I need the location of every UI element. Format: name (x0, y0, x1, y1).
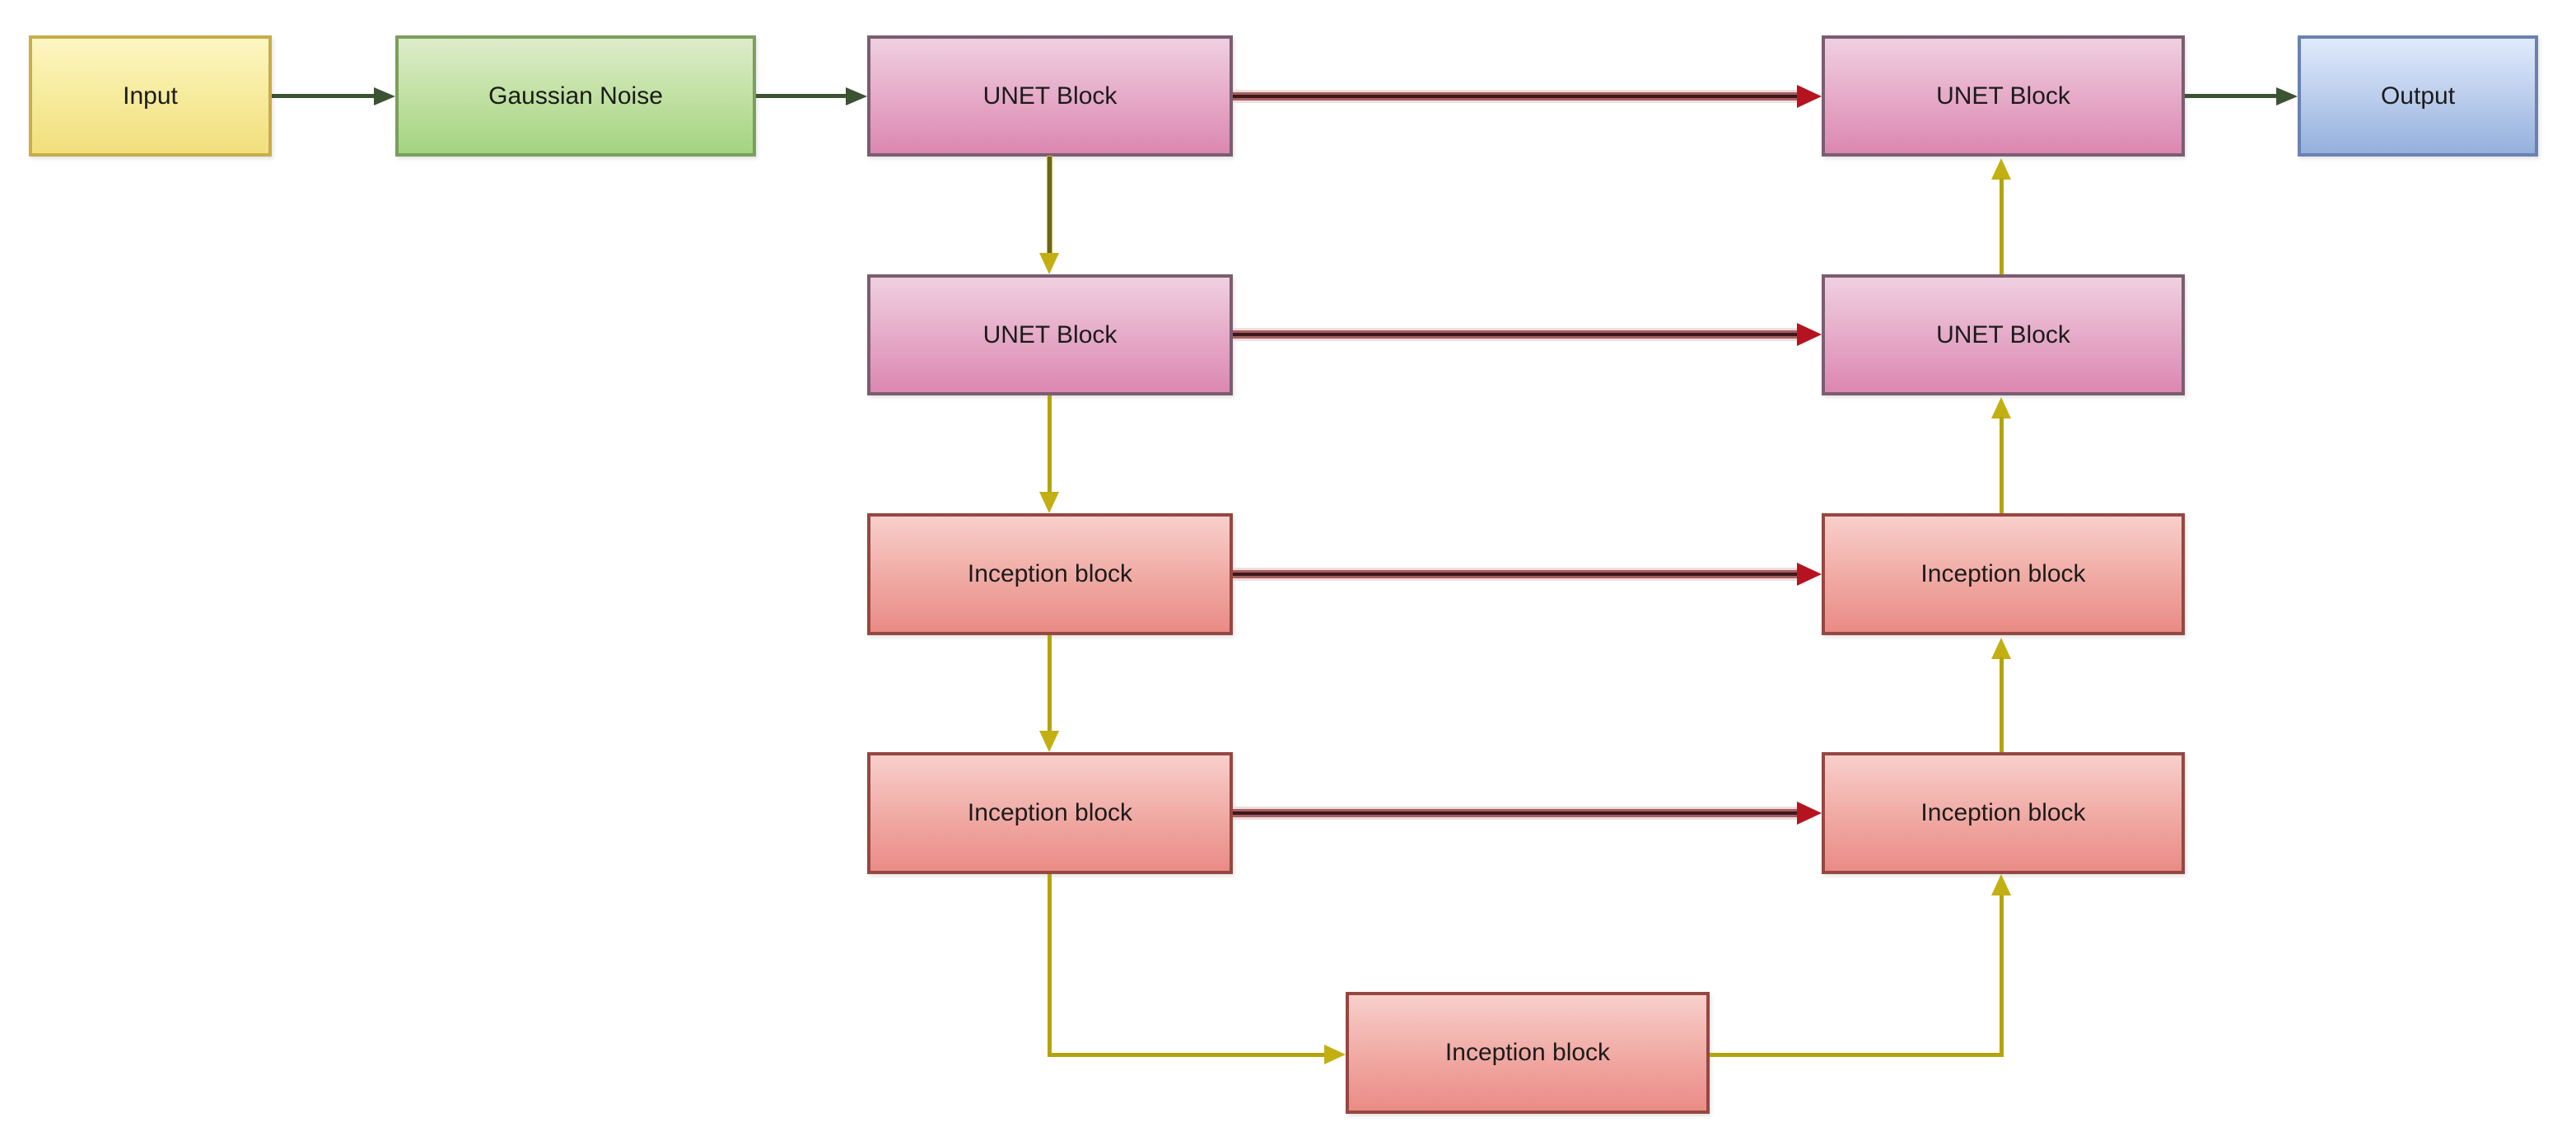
arrowhead-right (1797, 323, 1822, 346)
connector-line (1048, 395, 1052, 493)
connector-line (2185, 94, 2278, 98)
node-input: Input (29, 35, 272, 157)
node-output: Output (2298, 35, 2538, 157)
node-inception-block-enc-2: Inception block (867, 752, 1233, 874)
node-inception-block-enc-2-label: Inception block (967, 799, 1133, 826)
connector-line (1233, 333, 1799, 336)
node-output-label: Output (2380, 82, 2456, 110)
connector-line (1233, 95, 1799, 98)
node-unet-block-enc-1: UNET Block (867, 35, 1233, 157)
arrowhead-right (2276, 87, 2298, 105)
node-gaussian-noise-label: Gaussian Noise (488, 82, 663, 110)
node-gaussian-noise: Gaussian Noise (395, 35, 756, 157)
connector-line (756, 94, 847, 98)
connector-line (2000, 417, 2004, 513)
connector-line (2000, 893, 2004, 1057)
connector-line (272, 94, 376, 98)
arrowhead-right (374, 87, 395, 105)
arrowhead-up (1991, 397, 2011, 419)
node-inception-block-enc-1: Inception block (867, 513, 1233, 635)
connector-line (2000, 657, 2004, 752)
arrowhead-down (1039, 253, 1059, 274)
node-unet-block-dec-2: UNET Block (1822, 274, 2185, 395)
arrowhead-down (1039, 731, 1059, 752)
arrowhead-right (846, 87, 867, 105)
node-unet-block-enc-1-label: UNET Block (982, 82, 1118, 110)
arrowhead-up (1991, 158, 2011, 180)
arrowhead-up (1991, 874, 2011, 895)
connector-line (1048, 874, 1052, 1057)
connector-line (1048, 1053, 1326, 1057)
arrowhead-right (1797, 85, 1822, 108)
node-unet-block-dec-1-label: UNET Block (1936, 82, 2070, 110)
connector-line (1233, 811, 1799, 815)
node-inception-block-bottleneck-label: Inception block (1444, 1039, 1611, 1066)
node-input-label: Input (123, 82, 178, 110)
arrowhead-right (1797, 802, 1822, 825)
node-inception-block-dec-2: Inception block (1822, 752, 2185, 874)
node-inception-block-dec-1-label: Inception block (1920, 560, 2086, 587)
connector-line (1048, 157, 1052, 255)
node-inception-block-dec-1: Inception block (1822, 513, 2185, 635)
connector-line (1710, 1053, 2004, 1057)
node-unet-block-enc-2-label: UNET Block (982, 320, 1118, 348)
connector-line (2000, 178, 2004, 274)
node-inception-block-dec-2-label: Inception block (1920, 799, 2086, 826)
node-unet-block-enc-2: UNET Block (867, 274, 1233, 395)
node-unet-block-dec-1: UNET Block (1822, 35, 2185, 157)
connector-line (1233, 573, 1799, 576)
arrowhead-right (1324, 1045, 1346, 1064)
arrowhead-right (1797, 563, 1822, 586)
connector-line (1048, 635, 1052, 732)
arrowhead-down (1039, 492, 1059, 513)
node-unet-block-dec-2-label: UNET Block (1936, 320, 2070, 348)
arrowhead-up (1991, 638, 2011, 659)
node-inception-block-enc-1-label: Inception block (967, 560, 1133, 587)
node-inception-block-bottleneck: Inception block (1346, 992, 1710, 1114)
